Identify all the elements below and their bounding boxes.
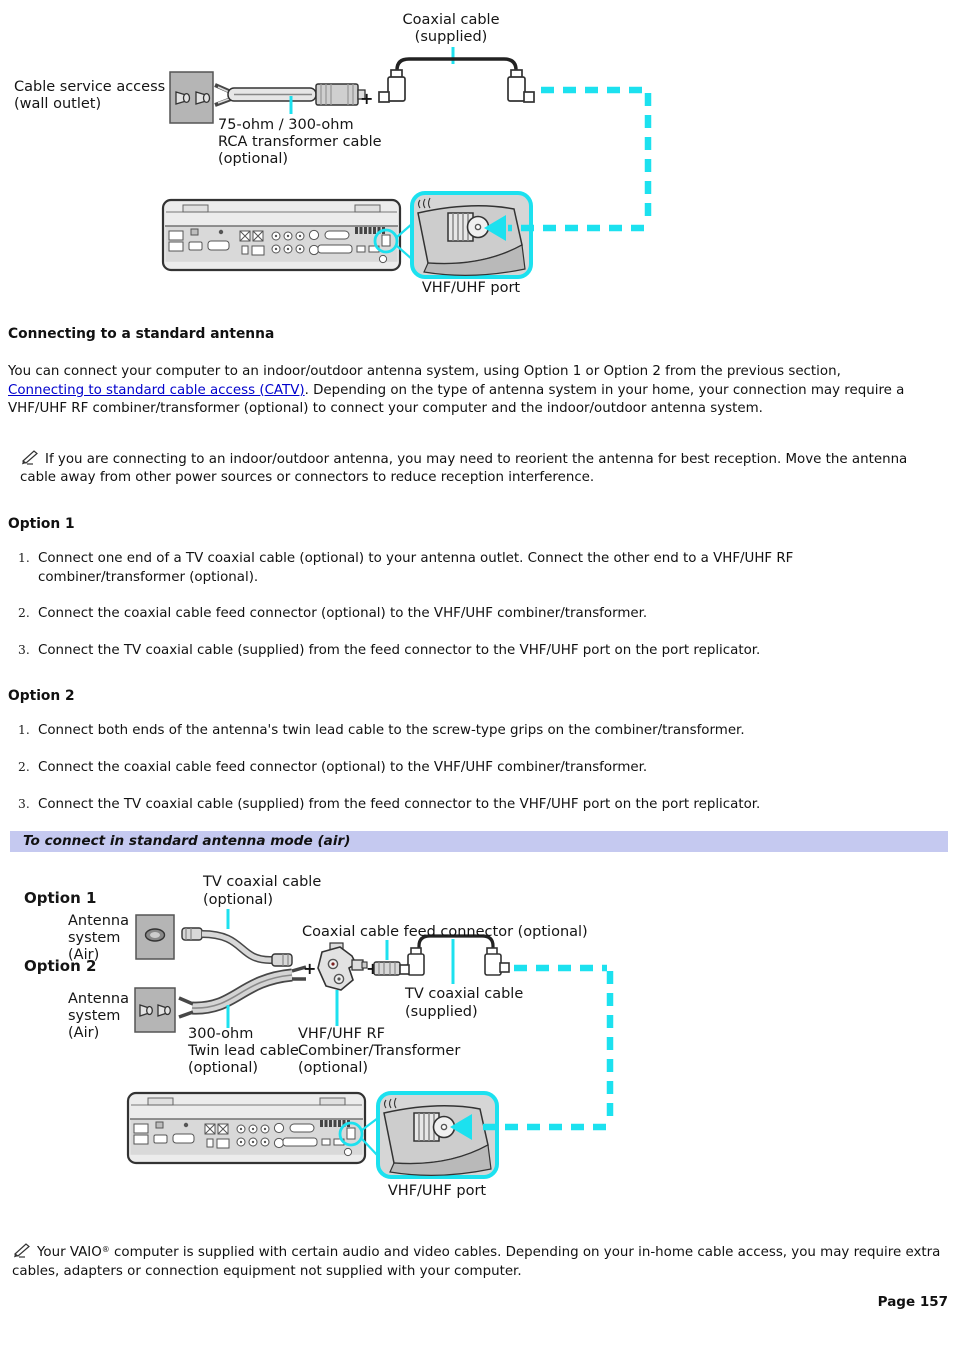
step-number: 1. <box>18 550 30 565</box>
label-feed-connector: Coaxial cable feed connector (optional) <box>302 924 588 940</box>
label-option1: Option 1 <box>24 889 96 907</box>
rca-transformer-cable <box>214 83 366 107</box>
list-item: 2. Connect the coaxial cable feed connec… <box>8 759 946 778</box>
plus-sign: + <box>303 959 316 978</box>
note-text-pre: Your VAIO <box>37 1245 102 1261</box>
antenna-mode-banner: To connect in standard antenna mode (air… <box>10 831 948 853</box>
label-antenna-system-3: (Air) <box>68 1025 99 1041</box>
label-combiner-2: Combiner/Transformer <box>298 1043 460 1059</box>
wall-outlet-plate <box>169 71 214 124</box>
option1-steps: 1. Connect one end of a TV coaxial cable… <box>8 550 946 660</box>
label-antenna-system-2: system <box>68 930 120 946</box>
step-text: Connect the coaxial cable feed connector… <box>38 759 648 775</box>
option2-steps: 1. Connect both ends of the antenna's tw… <box>8 722 946 814</box>
label-twin-lead: 300-ohm <box>188 1026 253 1042</box>
callout-leader <box>361 1138 379 1157</box>
label-antenna-system: Antenna <box>68 991 129 1007</box>
vhf-uhf-combiner-transformer <box>317 942 368 992</box>
intro-paragraph: You can connect your computer to an indo… <box>8 363 916 419</box>
antenna-outlet-option1 <box>135 914 175 960</box>
label-twin-lead-2: Twin lead cable <box>187 1043 299 1059</box>
label-tv-coax-supplied: TV coaxial cable <box>404 986 523 1002</box>
tv-coax-cable-optional <box>181 927 293 967</box>
intro-text-pre: You can connect your computer to an indo… <box>8 364 841 379</box>
plus-sign: + <box>360 89 373 108</box>
callout-leader <box>361 1117 379 1132</box>
label-vhf-uhf-port: VHF/UHF port <box>388 1183 487 1199</box>
list-item: 1. Connect both ends of the antenna's tw… <box>8 722 946 741</box>
catv-section-link[interactable]: Connecting to standard cable access (CAT… <box>8 382 305 398</box>
label-wall-outlet-2: (wall outlet) <box>14 96 101 112</box>
label-antenna-system-2: system <box>68 1008 120 1024</box>
label-transformer: 75-ohm / 300-ohm <box>218 117 354 133</box>
label-vhf-uhf-port: VHF/UHF port <box>422 280 521 296</box>
label-wall-outlet: Cable service access <box>14 79 165 95</box>
list-item: 3. Connect the TV coaxial cable (supplie… <box>8 796 946 815</box>
note-pen-icon <box>12 1243 31 1258</box>
label-antenna-system-3: (Air) <box>68 947 99 963</box>
step-number: 1. <box>18 723 30 738</box>
diagram-cable-access: Coaxial cable (supplied) Cable service a… <box>14 12 652 296</box>
label-tv-coax-supplied-2: (supplied) <box>405 1004 478 1020</box>
label-antenna-system: Antenna <box>68 913 129 929</box>
step-text: Connect one end of a TV coaxial cable (o… <box>38 550 794 585</box>
label-combiner: VHF/UHF RF <box>298 1026 385 1042</box>
step-text: Connect the TV coaxial cable (supplied) … <box>38 796 761 812</box>
label-coaxial-cable: Coaxial cable <box>402 12 499 28</box>
coaxial-cable-supplied <box>378 57 535 103</box>
label-tv-coax-optional-2: (optional) <box>203 892 273 908</box>
list-item: 3. Connect the TV coaxial cable (supplie… <box>8 642 946 661</box>
step-text: Connect the coaxial cable feed connector… <box>38 606 648 622</box>
step-number: 2. <box>18 606 30 621</box>
coax-feed-connector <box>373 961 401 976</box>
section-heading: Connecting to a standard antenna <box>8 326 275 342</box>
note-text-post: computer is supplied with certain audio … <box>12 1245 941 1279</box>
option1-heading: Option 1 <box>8 515 75 532</box>
step-text: Connect both ends of the antenna's twin … <box>38 723 745 739</box>
step-number: 3. <box>18 642 30 657</box>
tv-coax-cable-supplied <box>399 934 510 976</box>
label-option2: Option 2 <box>24 957 96 975</box>
intro-text-post: . Depending on the type of antenna syste… <box>8 382 905 417</box>
label-transformer-2: RCA transformer cable <box>218 134 382 150</box>
option2-heading: Option 2 <box>8 688 75 705</box>
list-item: 2. Connect the coaxial cable feed connec… <box>8 605 946 624</box>
step-number: 3. <box>18 796 30 811</box>
note-reorient-antenna: If you are connecting to an indoor/outdo… <box>8 449 946 488</box>
note-pen-icon <box>20 449 39 465</box>
arrowhead <box>450 1114 472 1141</box>
arrowhead <box>484 215 506 241</box>
twin-lead-cable <box>178 965 307 1019</box>
label-transformer-3: (optional) <box>218 151 288 167</box>
diagram-standard-antenna: TV coaxial cable (optional) Option 1 Ant… <box>24 874 614 1199</box>
page-number: Page 157 <box>877 1294 948 1311</box>
label-tv-coax-optional: TV coaxial cable <box>202 874 321 890</box>
note-vaio-cables: Your VAIO® computer is supplied with cer… <box>0 1241 948 1281</box>
note-text: If you are connecting to an indoor/outdo… <box>20 451 908 486</box>
label-combiner-3: (optional) <box>298 1060 368 1076</box>
list-item: 1. Connect one end of a TV coaxial cable… <box>8 550 946 587</box>
step-number: 2. <box>18 759 30 774</box>
registered-mark: ® <box>101 1245 110 1255</box>
step-text: Connect the TV coaxial cable (supplied) … <box>38 642 761 658</box>
antenna-outlet-option2 <box>134 987 176 1033</box>
label-twin-lead-3: (optional) <box>188 1060 258 1076</box>
label-coaxial-cable-2: (supplied) <box>415 29 488 45</box>
